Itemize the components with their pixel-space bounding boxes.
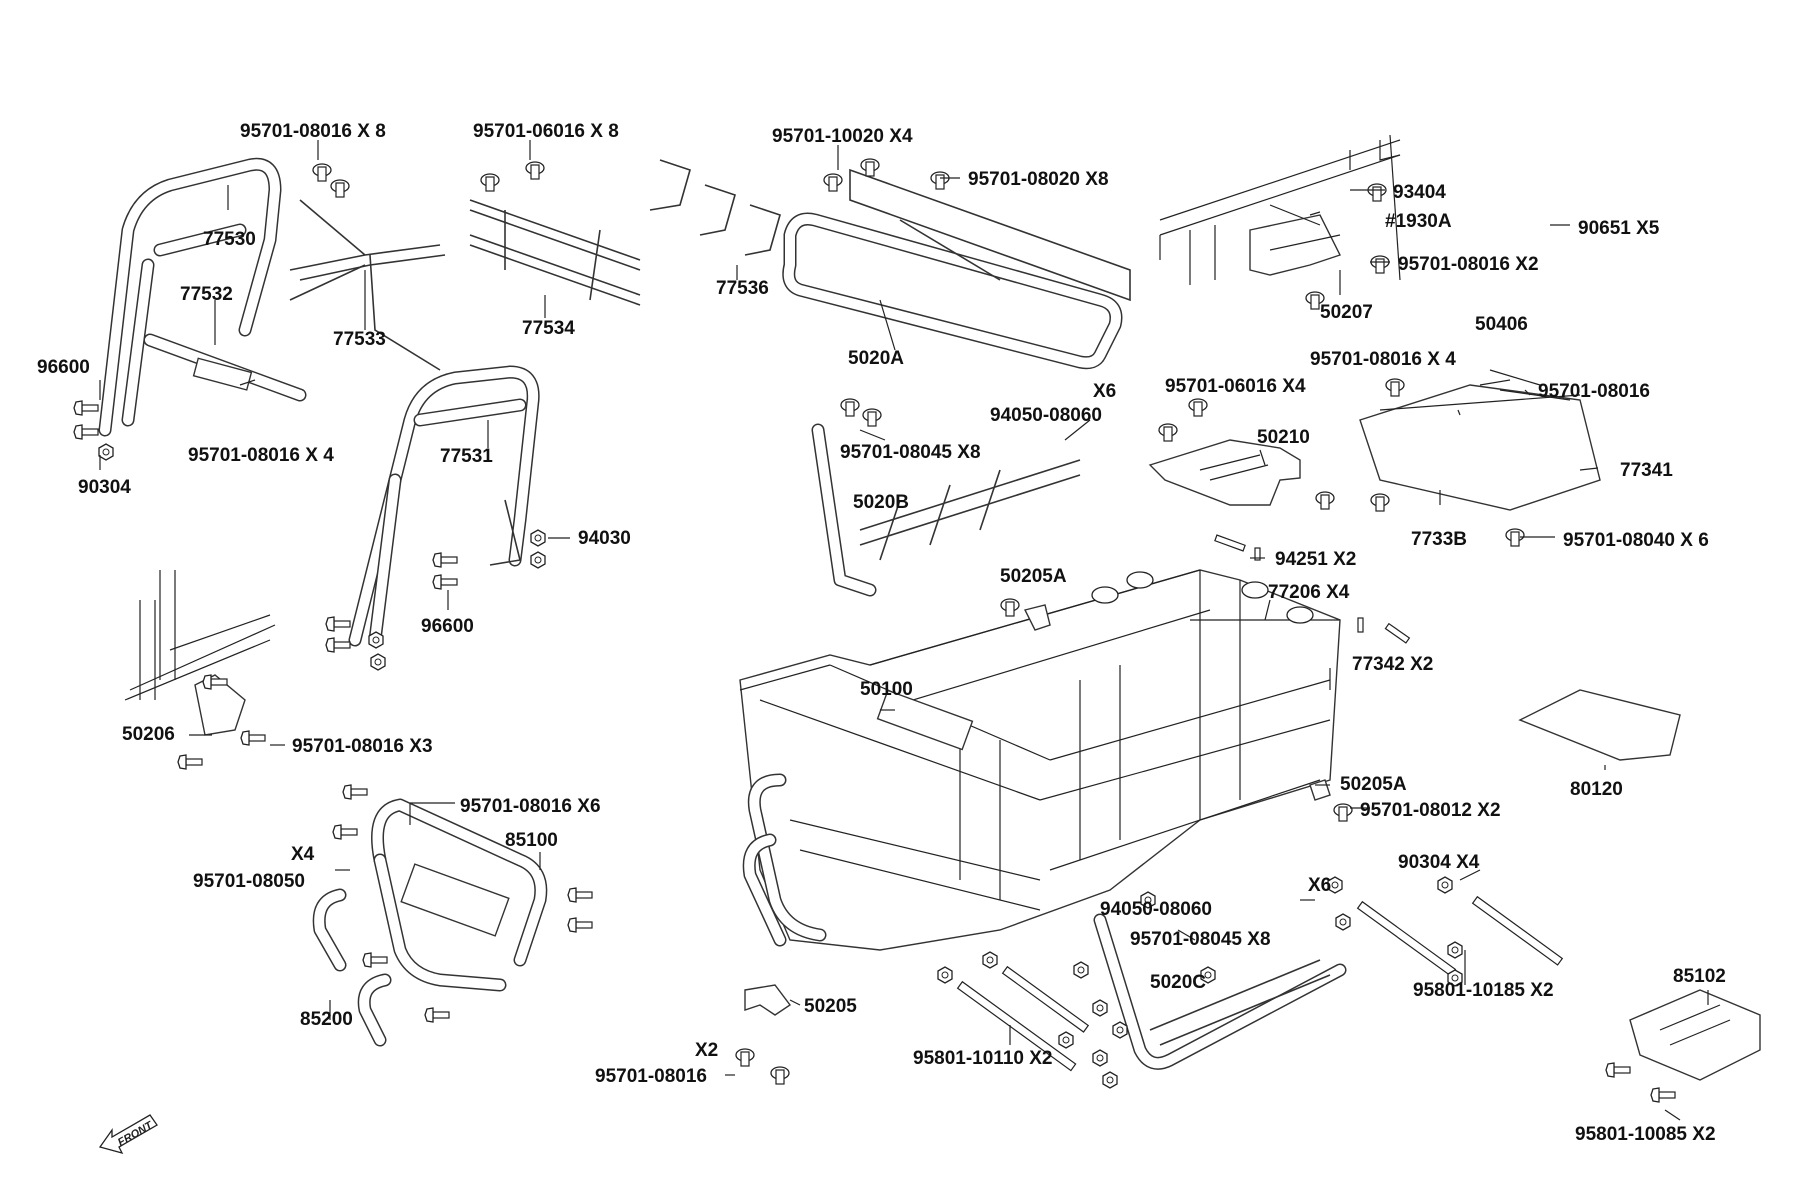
bracket-85102 [1629, 989, 1761, 1081]
part-label: 95701-06016 X 8 [473, 121, 619, 142]
part-label: 77532 [180, 284, 233, 305]
cargo-panel-7733B [1359, 369, 1601, 511]
part-label: 80120 [1570, 779, 1623, 800]
part-label: 96600 [421, 616, 474, 637]
panel-80120 [1518, 689, 1681, 761]
part-label: 90651 X5 [1578, 218, 1660, 239]
brackets-77536 [649, 159, 781, 256]
part-label: 94251 X2 [1275, 549, 1356, 570]
part-label: 95701-08020 X8 [968, 169, 1109, 190]
part-label: X2 [695, 1040, 718, 1061]
crossbar-77532 [143, 333, 307, 402]
pins-94251 [1214, 534, 1261, 561]
part-label: 95801-10185 X2 [1413, 980, 1554, 1001]
part-label: 95701-08040 X 6 [1563, 530, 1709, 551]
part-label: 77341 [1620, 460, 1673, 481]
part-label: 95701-08016 X 8 [240, 121, 386, 142]
part-label: 5020B [853, 492, 909, 513]
part-label: X4 [291, 844, 315, 865]
part-label: 95801-10085 X2 [1575, 1124, 1716, 1145]
bumper-85100 [371, 798, 548, 992]
brace-77533 [289, 199, 446, 371]
part-label: 95801-10110 X2 [913, 1048, 1052, 1069]
part-label: 95701-08045 X8 [1130, 929, 1271, 950]
bracket-5020B [811, 423, 1081, 597]
part-label: 95701-08016 [595, 1066, 707, 1087]
rail-77534 [469, 199, 641, 306]
part-label: 95701-08016 X6 [460, 796, 601, 817]
bracket-5020C [1093, 913, 1347, 1070]
pins-77342 [1357, 617, 1411, 644]
part-label: 95701-08045 X8 [840, 442, 981, 463]
roll-cage-front-77530 [98, 157, 282, 437]
part-label: 85100 [505, 830, 558, 851]
part-label: 95701-08012 X2 [1360, 800, 1501, 821]
part-label: 95701-08016 X 4 [1310, 349, 1456, 370]
leader-lines [99, 140, 1709, 1121]
part-labels: 95701-08016 X 8 95701-06016 X 8 95701-10… [37, 121, 1726, 1145]
front-arrow-icon: FRONT [98, 1114, 158, 1155]
part-label: 7733B [1411, 529, 1467, 550]
part-label: 95701-08016 X2 [1398, 254, 1539, 275]
roll-cage-rear-77531 [348, 365, 540, 647]
part-label: 95701-10020 X4 [772, 126, 913, 147]
long-bolts [956, 895, 1564, 1072]
part-label: 50205A [1340, 774, 1407, 795]
part-label: #1930A [1385, 211, 1452, 232]
part-label: 94050-08060 [1100, 899, 1212, 920]
main-chassis-50100 [739, 569, 1341, 951]
grommets-77206 [1091, 571, 1314, 624]
part-label: 50406 [1475, 314, 1528, 335]
part-label: 94030 [578, 528, 631, 549]
part-label: 96600 [37, 357, 90, 378]
part-label: 77206 X4 [1268, 582, 1350, 603]
part-label: 77342 X2 [1352, 654, 1433, 675]
frame-detail-50206 [124, 570, 276, 736]
part-label: 50206 [122, 724, 175, 745]
part-label: 50207 [1320, 302, 1373, 323]
part-label: 5020C [1150, 972, 1206, 993]
part-label: 85200 [300, 1009, 353, 1030]
part-label: 77536 [716, 278, 769, 299]
part-label: 95701-08050 [193, 871, 305, 892]
part-label: 50205 [804, 996, 857, 1017]
part-label: 95701-08016 [1538, 381, 1650, 402]
tube-85200 [312, 888, 392, 1047]
part-label: 94050-08060 [990, 405, 1102, 426]
bracket-50205A-upper [1023, 604, 1051, 631]
part-label: 5020A [848, 348, 904, 369]
part-label: 77534 [522, 318, 575, 339]
bracket-50205 [744, 984, 792, 1016]
part-label: 85102 [1673, 966, 1726, 987]
frame-detail-50207 [1159, 134, 1401, 285]
part-label: 50100 [860, 679, 913, 700]
part-label: 77533 [333, 329, 386, 350]
part-label: 77530 [203, 229, 256, 250]
skid-plate-50210 [1148, 439, 1301, 506]
part-label: 95701-08016 X3 [292, 736, 433, 757]
cargo-frame-5020A [782, 168, 1131, 370]
part-label: 95701-08016 X 4 [188, 445, 334, 466]
part-label: X6 [1093, 381, 1116, 402]
part-label: 50210 [1257, 427, 1310, 448]
part-label: X6 [1308, 875, 1331, 896]
part-label: 95701-06016 X4 [1165, 376, 1306, 397]
part-label: 77531 [440, 446, 493, 467]
part-label: 50205A [1000, 566, 1067, 587]
part-label: 90304 [78, 477, 131, 498]
part-label: 93404 [1393, 182, 1446, 203]
part-label: 90304 X4 [1398, 852, 1480, 873]
